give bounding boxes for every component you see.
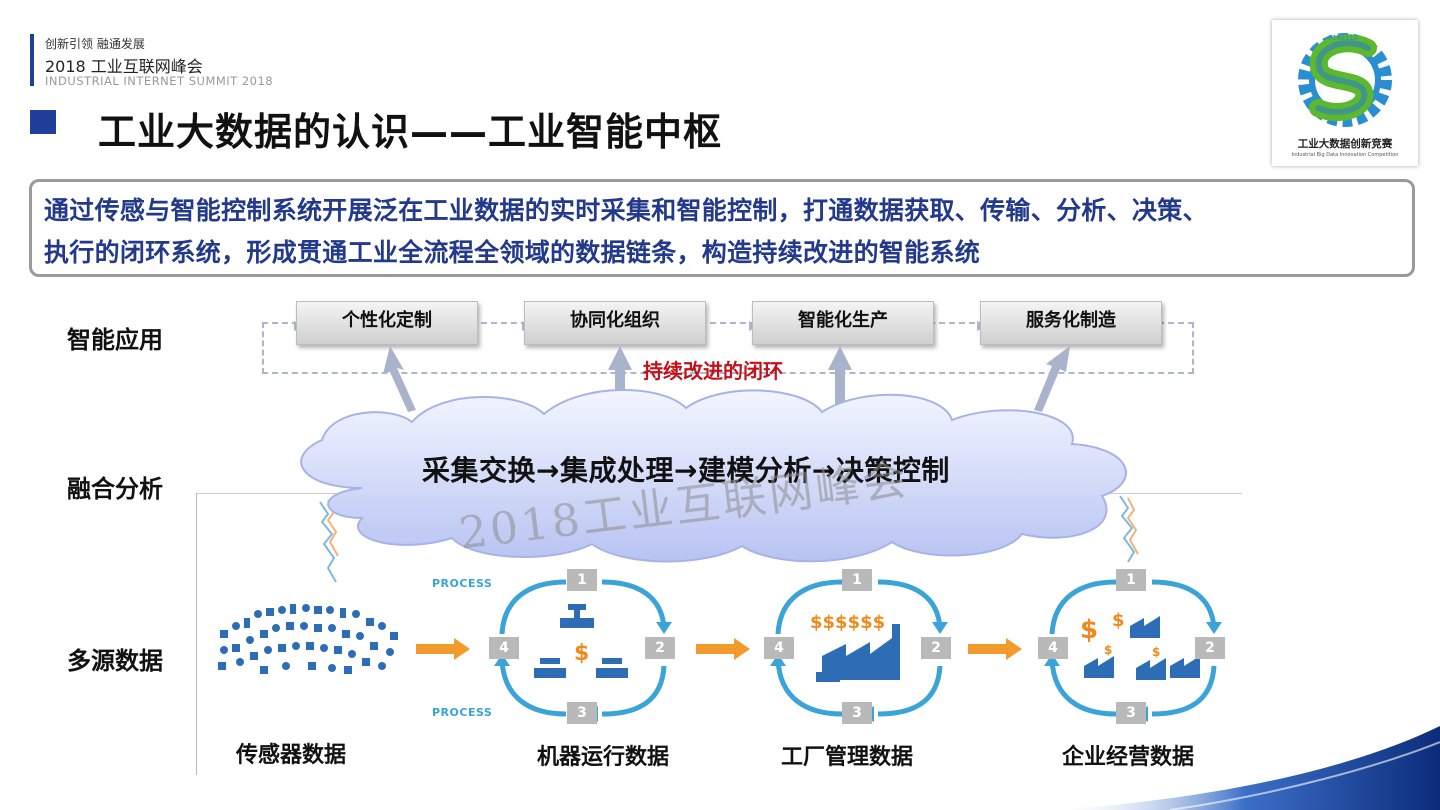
analysis-cloud-icon [300,389,1127,563]
cycle-1-step-1: 1 [567,569,597,591]
app-box-3: 智能化生产 [752,301,934,345]
logo-subcaption: Industrial Big Data Innovation Competiti… [1291,152,1399,158]
source-label-factory: 工厂管理数据 [781,745,914,770]
source-label-machine: 机器运行数据 [537,745,670,770]
loop-label: 持续改进的闭环 [643,359,783,383]
app-box-2: 协同化组织 [524,301,706,345]
flow-arrow-3 [968,638,1022,660]
svg-text:$$$$$$: $$$$$$ [810,612,885,633]
competition-logo: 0100110 工业大数据创新竞赛 Industrial Big Data In… [1272,20,1418,166]
cycle-3-step-3: 3 [1116,702,1146,724]
cycle-1-step-3: 3 [567,702,597,724]
processing-pipeline: 采集交换→集成处理→建模分析→决策控制 [422,454,950,487]
flow-arrow-2 [696,638,750,660]
cycle-2-step-1: 1 [842,569,872,591]
source-label-enterprise: 企业经营数据 [1062,745,1195,770]
cycle-3-step-4: 4 [1038,637,1068,659]
cycle-2-step-3: 3 [842,702,872,724]
cycle-2-step-4: 4 [764,637,794,659]
logo-caption: 工业大数据创新竞赛 [1297,138,1393,150]
cycle-3-step-1: 1 [1116,569,1146,591]
title-bullet [30,110,56,134]
intro-line-1: 通过传感与智能控制系统开展泛在工业数据的实时采集和智能控制，打通数据获取、传输、… [44,196,1208,225]
row-label-sources: 多源数据 [67,647,163,675]
flow-arrow-1 [416,638,470,660]
cycle-1-step-2: 2 [645,637,675,659]
row-label-application: 智能应用 [67,326,163,354]
cycle-1-step-4: 4 [489,637,519,659]
cycle-2-step-2: 2 [921,637,951,659]
enterprise-cycle-arrows: $ $ $ $ [1044,574,1222,722]
svg-text:$: $ [1080,615,1098,645]
process-label-bottom: PROCESS [432,706,493,719]
svg-text:$: $ [1112,610,1125,631]
improvement-loop-frame [262,322,1194,374]
cycle-3-step-2: 2 [1195,637,1225,659]
corner-swoosh-decoration [1050,726,1440,810]
sources-frame-left [196,493,197,775]
sensor-icons-cluster [218,604,398,674]
process-label-top: PROCESS [432,577,493,590]
machine-cycle-arrows: $ [494,574,672,722]
intro-line-2: 执行的闭环系统，形成贯通工业全流程全领域的数据链条，构造持续改进的智能系统 [44,238,981,267]
header-accent-bar [30,34,34,86]
slogan: 创新引领 融通发展 [45,37,145,51]
row-label-analysis: 融合分析 [67,475,163,503]
app-box-4: 服务化制造 [980,301,1162,345]
event-english-title: INDUSTRIAL INTERNET SUMMIT 2018 [45,74,274,88]
intro-statement: 通过传感与智能控制系统开展泛在工业数据的实时采集和智能控制，打通数据获取、传输、… [29,179,1415,277]
svg-text:$: $ [1104,643,1112,657]
svg-text:$: $ [1152,645,1160,659]
app-box-1: 个性化定制 [296,301,478,345]
event-title: 2018 工业互联网峰会 [45,57,203,76]
source-label-sensor: 传感器数据 [236,743,347,768]
svg-text:0100110: 0100110 [1328,34,1358,42]
gear-s-logo-icon: 0100110 [1298,33,1392,127]
svg-text:$: $ [574,641,589,666]
upward-arrows [383,346,1070,412]
page-title: 工业大数据的认识——工业智能中枢 [98,110,723,154]
